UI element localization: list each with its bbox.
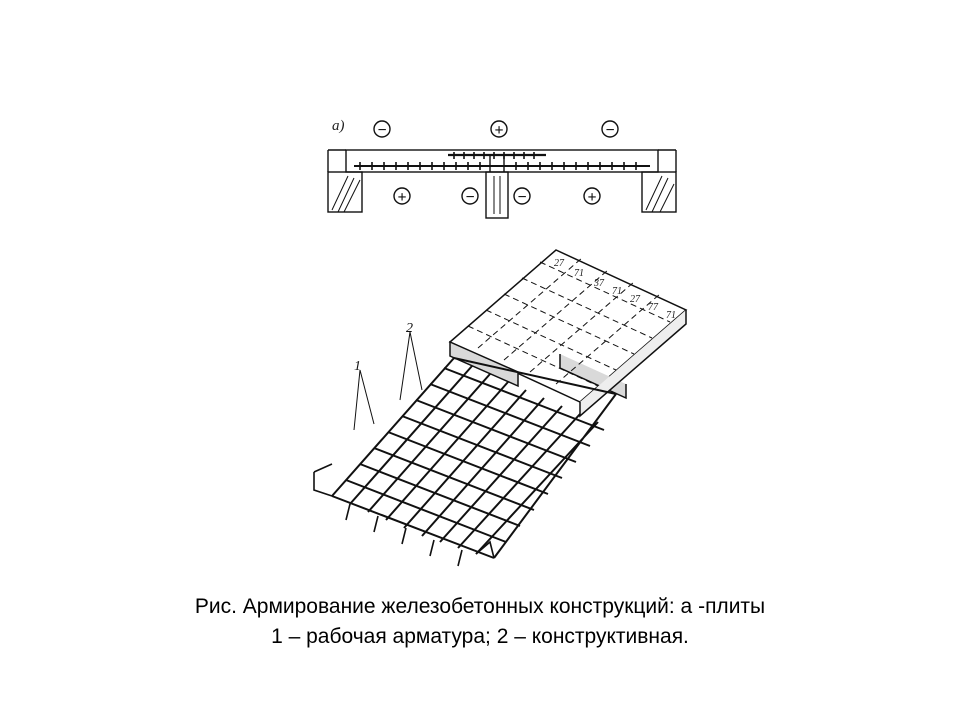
left-support	[327, 149, 363, 213]
caption-line-1: Рис. Армирование железобетонных конструк…	[194, 595, 766, 618]
slab-mark: 27	[554, 258, 565, 269]
callout-constructive: 2	[406, 321, 413, 336]
moment-signs-bottom: + − − +	[393, 187, 601, 206]
sign-plus: +	[494, 122, 503, 139]
slab-mark: 27	[630, 294, 641, 305]
caption-line-2: 1 – рабочая арматура; 2 – конструктивная…	[271, 625, 689, 648]
callout-working: 1	[354, 359, 361, 374]
figure-caption: Рис. Армирование железобетонных конструк…	[100, 592, 860, 652]
slab-marks: 27 71 37 71 27 77 71	[554, 258, 676, 321]
sign-minus: −	[465, 189, 474, 206]
concrete-slab-block	[448, 249, 688, 418]
slab-mark: 37	[593, 278, 605, 289]
reinforcement-drawing: а) − + − + − − +	[313, 118, 688, 567]
slab-side-face	[579, 310, 687, 418]
section-label: а)	[332, 118, 345, 134]
sign-minus: −	[605, 122, 614, 139]
sign-minus: −	[517, 189, 526, 206]
reinforcement-figure: а) − + − + − − +	[228, 80, 832, 570]
slab-mark: 77	[648, 302, 659, 313]
reinforcement-mesh	[313, 357, 617, 567]
sign-minus: −	[377, 122, 386, 139]
central-rib	[485, 171, 509, 219]
section-view	[327, 149, 677, 219]
moment-signs-top: − + −	[373, 120, 619, 139]
sign-plus: +	[397, 189, 406, 206]
sign-plus: +	[587, 189, 596, 206]
slab-mark: 71	[612, 286, 622, 297]
callout-leaders	[353, 331, 423, 431]
right-support	[641, 149, 677, 213]
slab-mark: 71	[574, 268, 584, 279]
slab-mark: 71	[666, 310, 676, 321]
